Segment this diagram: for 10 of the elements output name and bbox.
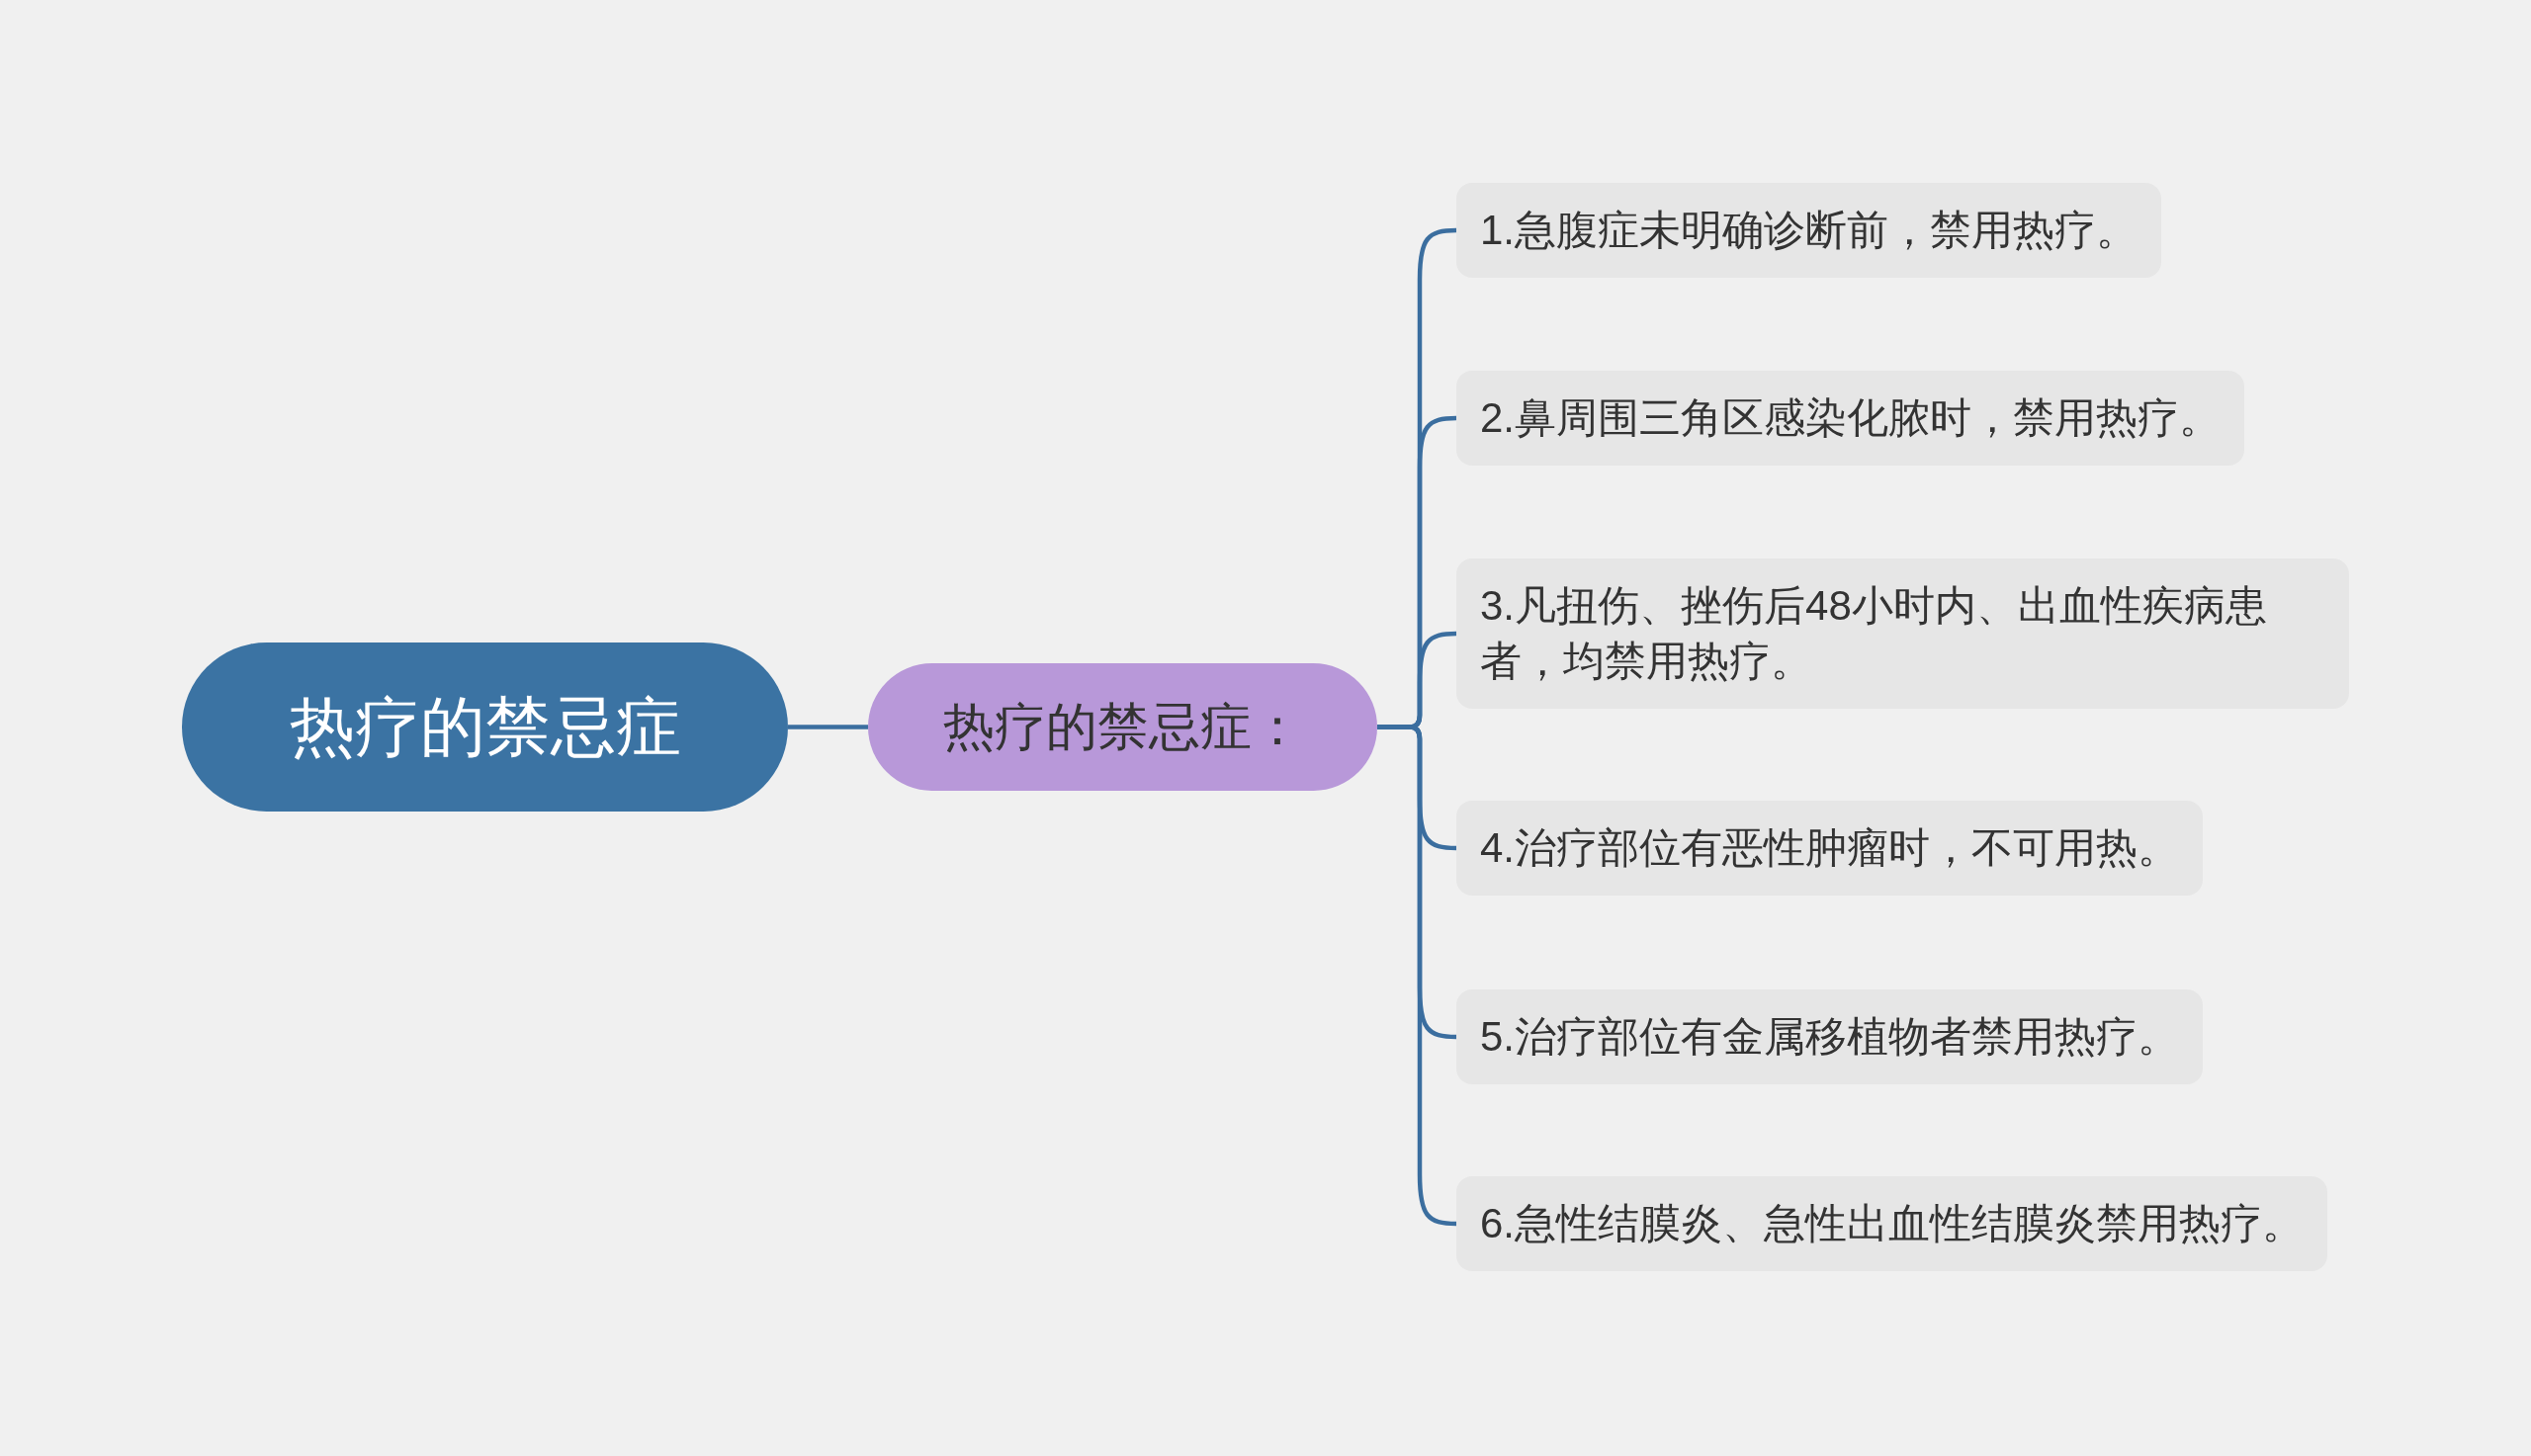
item-box: 4.治疗部位有恶性肿瘤时，不可用热。 bbox=[1456, 801, 2204, 896]
item-box: 1.急腹症未明确诊断前，禁用热疗。 bbox=[1456, 183, 2162, 278]
root-topic: 热疗的禁忌症 bbox=[182, 642, 788, 812]
item-box: 6.急性结膜炎、急性出血性结膜炎禁用热疗。 bbox=[1456, 1176, 2328, 1271]
item-box: 5.治疗部位有金属移植物者禁用热疗。 bbox=[1456, 989, 2204, 1084]
connector-line bbox=[788, 725, 868, 729]
item-box: 2.鼻周围三角区感染化脓时，禁用热疗。 bbox=[1456, 371, 2245, 466]
connector-line bbox=[1377, 725, 1457, 1227]
topic-bubble: 热疗的禁忌症： bbox=[868, 663, 1377, 791]
item-box: 3.凡扭伤、挫伤后48小时内、出血性疾病患者，均禁用热疗。 bbox=[1456, 558, 2349, 709]
